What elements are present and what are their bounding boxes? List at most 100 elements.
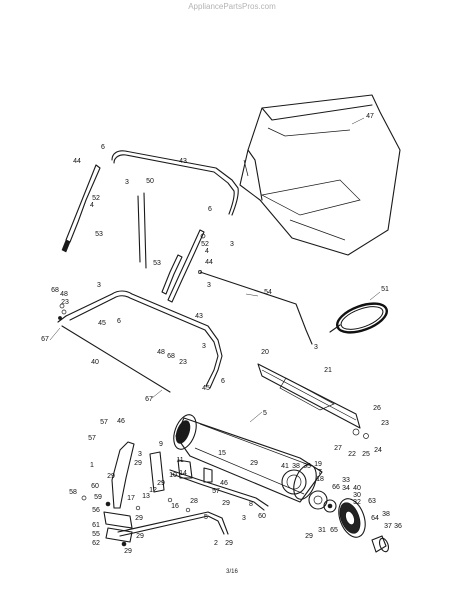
part-callout-35: 35 bbox=[303, 463, 311, 470]
part-callout-47: 47 bbox=[366, 113, 374, 120]
part-callout-10: 10 bbox=[169, 472, 177, 479]
part-callout-58: 58 bbox=[69, 489, 77, 496]
part-callout-53: 53 bbox=[95, 231, 103, 238]
part-callout-5: 5 bbox=[263, 410, 267, 417]
part-callout-46: 46 bbox=[220, 480, 228, 487]
part-callout-19: 19 bbox=[314, 461, 322, 468]
part-callout-40: 40 bbox=[91, 359, 99, 366]
upper-handle-part bbox=[111, 150, 239, 216]
part-callout-29: 29 bbox=[124, 548, 132, 555]
part-callout-52: 52 bbox=[92, 195, 100, 202]
part-callout-6: 6 bbox=[101, 144, 105, 151]
part-callout-11: 11 bbox=[176, 457, 183, 464]
part-callout-33: 33 bbox=[342, 477, 350, 484]
part-callout-23: 23 bbox=[179, 359, 187, 366]
part-callout-23: 23 bbox=[61, 299, 69, 306]
part-callout-16: 16 bbox=[171, 503, 179, 510]
part-callout-7: 7 bbox=[318, 469, 322, 476]
grass-bag-part bbox=[239, 94, 401, 256]
part-callout-3: 3 bbox=[202, 343, 206, 350]
part-callout-57: 57 bbox=[212, 488, 220, 495]
part-callout-48: 48 bbox=[60, 291, 68, 298]
part-callout-5: 5 bbox=[204, 514, 208, 521]
part-callout-28: 28 bbox=[190, 498, 198, 505]
part-callout-3: 3 bbox=[125, 179, 129, 186]
part-callout-29: 29 bbox=[157, 480, 165, 487]
part-callout-25: 25 bbox=[362, 451, 370, 458]
part-callout-46: 46 bbox=[117, 418, 125, 425]
part-callout-57: 57 bbox=[100, 419, 108, 426]
hitch-arm-part bbox=[111, 441, 213, 509]
part-callout-32: 32 bbox=[353, 499, 361, 506]
lower-rod-part bbox=[61, 325, 171, 393]
part-callout-3: 3 bbox=[207, 282, 211, 289]
cable-coil-part bbox=[329, 302, 388, 334]
rod-pair-part bbox=[137, 192, 147, 269]
part-callout-8: 8 bbox=[249, 501, 253, 508]
part-callout-43: 43 bbox=[179, 158, 187, 165]
part-callout-44: 44 bbox=[73, 158, 81, 165]
part-callout-61: 61 bbox=[92, 522, 100, 529]
part-callout-57: 57 bbox=[88, 435, 96, 442]
part-callout-17: 17 bbox=[127, 495, 135, 502]
part-callout-18: 18 bbox=[316, 476, 324, 483]
part-callout-34: 34 bbox=[342, 485, 350, 492]
chassis-bar-part bbox=[117, 469, 269, 537]
part-callout-65: 65 bbox=[330, 527, 338, 534]
part-callout-6: 6 bbox=[221, 378, 225, 385]
part-callout-66: 66 bbox=[332, 484, 340, 491]
part-callout-68: 68 bbox=[51, 287, 59, 294]
part-callout-51: 51 bbox=[381, 286, 389, 293]
part-callout-48: 48 bbox=[157, 349, 165, 356]
gear-hub-part bbox=[281, 469, 337, 513]
part-callout-29: 29 bbox=[225, 540, 233, 547]
part-callout-55: 55 bbox=[92, 531, 100, 538]
part-callout-24: 24 bbox=[374, 447, 382, 454]
part-callout-2: 2 bbox=[214, 540, 218, 547]
watermark-text: AppliancePartsPros.com bbox=[188, 2, 276, 11]
part-callout-1: 1 bbox=[90, 462, 94, 469]
right-upper-grip-part bbox=[161, 229, 206, 303]
part-callout-62: 62 bbox=[92, 540, 100, 547]
part-callout-26: 26 bbox=[373, 405, 381, 412]
part-callout-29: 29 bbox=[135, 515, 143, 522]
part-callout-4: 4 bbox=[90, 202, 94, 209]
part-callout-40: 40 bbox=[353, 485, 361, 492]
part-callout-14: 14 bbox=[179, 470, 187, 477]
part-callout-27: 27 bbox=[334, 445, 342, 452]
part-callout-41: 41 bbox=[281, 463, 289, 470]
part-callout-60: 60 bbox=[258, 513, 266, 520]
part-callout-12: 12 bbox=[149, 487, 157, 494]
part-callout-6: 6 bbox=[117, 318, 121, 325]
part-callout-38: 38 bbox=[292, 463, 300, 470]
control-rod-part bbox=[198, 270, 313, 345]
part-callout-50: 50 bbox=[146, 178, 154, 185]
part-callout-3: 3 bbox=[97, 282, 101, 289]
part-callout-3: 3 bbox=[230, 241, 234, 248]
part-callout-30: 30 bbox=[353, 492, 361, 499]
left-upper-grip-part bbox=[61, 164, 101, 253]
part-callout-29: 29 bbox=[107, 473, 115, 480]
part-callout-3: 3 bbox=[138, 451, 142, 458]
part-callout-52: 52 bbox=[201, 241, 209, 248]
leader-lines bbox=[49, 117, 381, 423]
part-callout-23: 23 bbox=[381, 420, 389, 427]
part-callout-43: 43 bbox=[195, 313, 203, 320]
part-callout-29: 29 bbox=[250, 460, 258, 467]
part-callout-63: 63 bbox=[368, 498, 376, 505]
hitch-bracket-part bbox=[81, 495, 191, 547]
part-callout-3: 3 bbox=[242, 515, 246, 522]
part-callout-21: 21 bbox=[324, 367, 332, 374]
part-callout-45: 45 bbox=[202, 385, 210, 392]
part-callout-68: 68 bbox=[167, 353, 175, 360]
part-callout-59: 59 bbox=[94, 494, 102, 501]
part-callout-29: 29 bbox=[222, 500, 230, 507]
handle-fasteners-left bbox=[58, 303, 67, 320]
part-callout-20: 20 bbox=[261, 349, 269, 356]
hub-cap-part bbox=[371, 535, 390, 553]
part-callout-4: 4 bbox=[205, 248, 209, 255]
part-callout-3: 3 bbox=[314, 344, 318, 351]
